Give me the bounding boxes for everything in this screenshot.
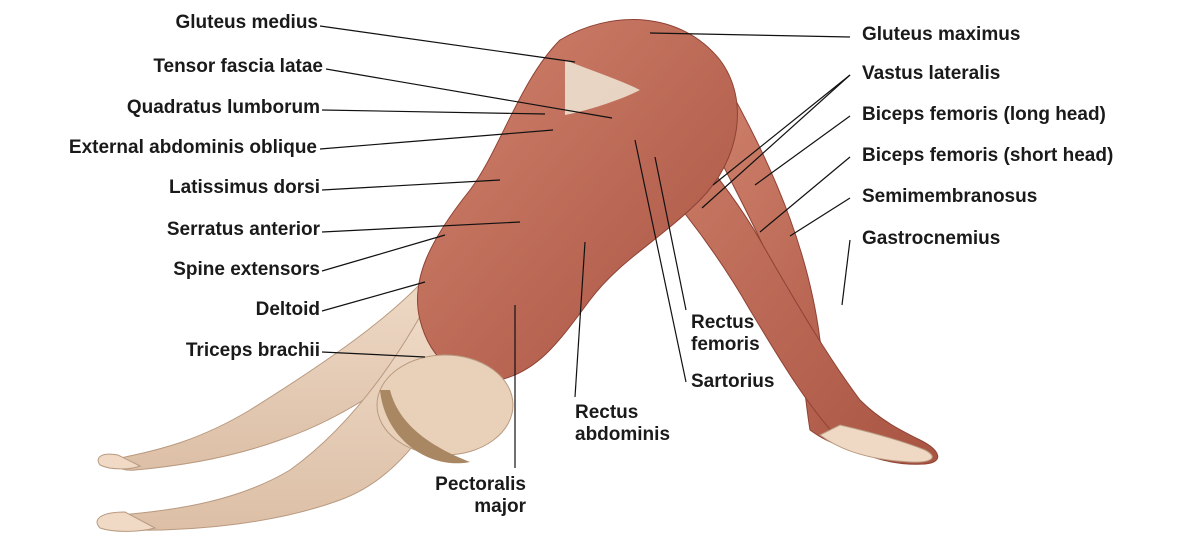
label-deltoid: Deltoid: [256, 299, 320, 321]
label-latissimus-dorsi: Latissimus dorsi: [169, 177, 320, 199]
label-rectus-abdominis-line1: Rectus: [575, 402, 670, 424]
label-external-abdominis-oblique: External abdominis oblique: [69, 137, 317, 159]
label-sartorius: Sartorius: [691, 371, 774, 393]
label-gastrocnemius: Gastrocnemius: [862, 228, 1000, 250]
head: [377, 355, 513, 455]
label-rectus-femoris-line2: femoris: [691, 334, 760, 356]
label-vastus-lateralis: Vastus lateralis: [862, 63, 1000, 85]
label-pectoralis-major: Pectoralis major: [435, 474, 526, 518]
label-gluteus-medius: Gluteus medius: [175, 12, 318, 34]
label-serratus-anterior: Serratus anterior: [167, 219, 320, 241]
label-rectus-abdominis: Rectus abdominis: [575, 402, 670, 446]
label-semimembranosus: Semimembranosus: [862, 186, 1037, 208]
label-tensor-fascia-latae: Tensor fascia latae: [153, 56, 323, 78]
label-rectus-femoris: Rectus femoris: [691, 312, 760, 356]
label-quadratus-lumborum: Quadratus lumborum: [127, 97, 320, 119]
label-gluteus-maximus: Gluteus maximus: [862, 24, 1020, 46]
label-triceps-brachii: Triceps brachii: [186, 340, 320, 362]
label-spine-extensors: Spine extensors: [173, 259, 320, 281]
label-pectoralis-major-line1: Pectoralis: [435, 474, 526, 496]
label-pectoralis-major-line2: major: [435, 496, 526, 518]
label-biceps-femoris-short-head: Biceps femoris (short head): [862, 145, 1113, 167]
label-rectus-abdominis-line2: abdominis: [575, 424, 670, 446]
label-biceps-femoris-long-head: Biceps femoris (long head): [862, 104, 1106, 126]
label-rectus-femoris-line1: Rectus: [691, 312, 760, 334]
